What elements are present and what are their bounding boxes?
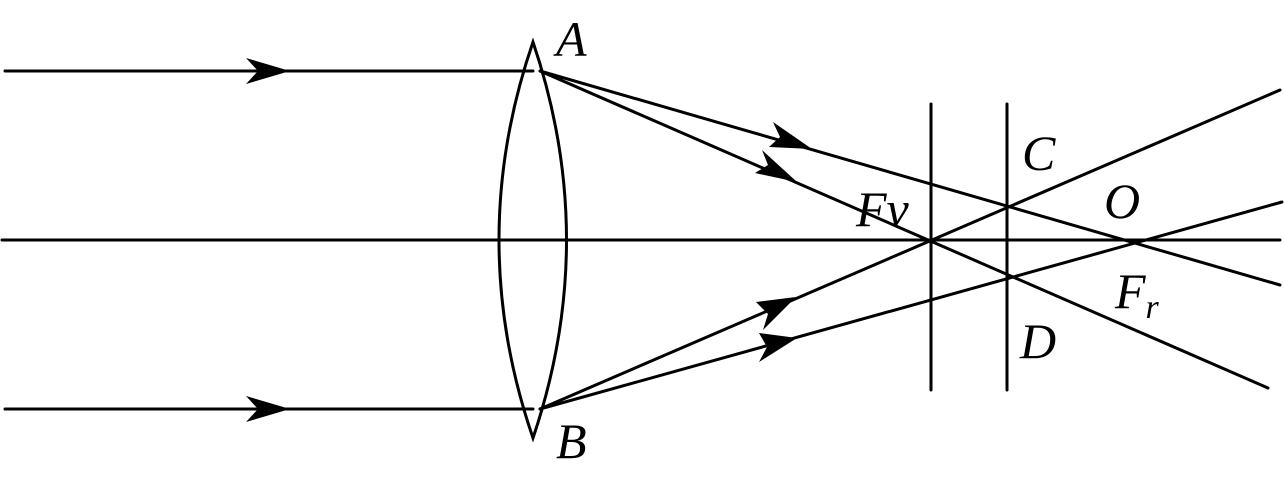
ray-b-violet: [538, 88, 1282, 411]
label-fr-main: F: [1114, 263, 1146, 319]
arrow-ray-b-red: [759, 333, 797, 362]
label-c: C: [1022, 125, 1056, 181]
arrow-ray-a-violet: [755, 150, 797, 182]
label-fr-sub: r: [1146, 289, 1160, 326]
label-o: O: [1104, 173, 1140, 229]
label-fv: Fv: [855, 181, 910, 237]
convex-lens: [497, 37, 568, 443]
label-b: B: [556, 413, 587, 469]
arrow-incident-bottom: [246, 396, 290, 422]
label-d: D: [1019, 313, 1056, 369]
ray-a-red: [538, 69, 1282, 287]
arrow-incident-top: [246, 58, 290, 84]
ray-b-red: [538, 200, 1284, 411]
arrow-ray-a-red: [769, 122, 812, 149]
label-a: A: [553, 11, 587, 67]
ray-a-violet: [538, 69, 1270, 390]
arrow-ray-b-violet: [756, 297, 796, 330]
label-fr: Fr: [1114, 263, 1160, 326]
